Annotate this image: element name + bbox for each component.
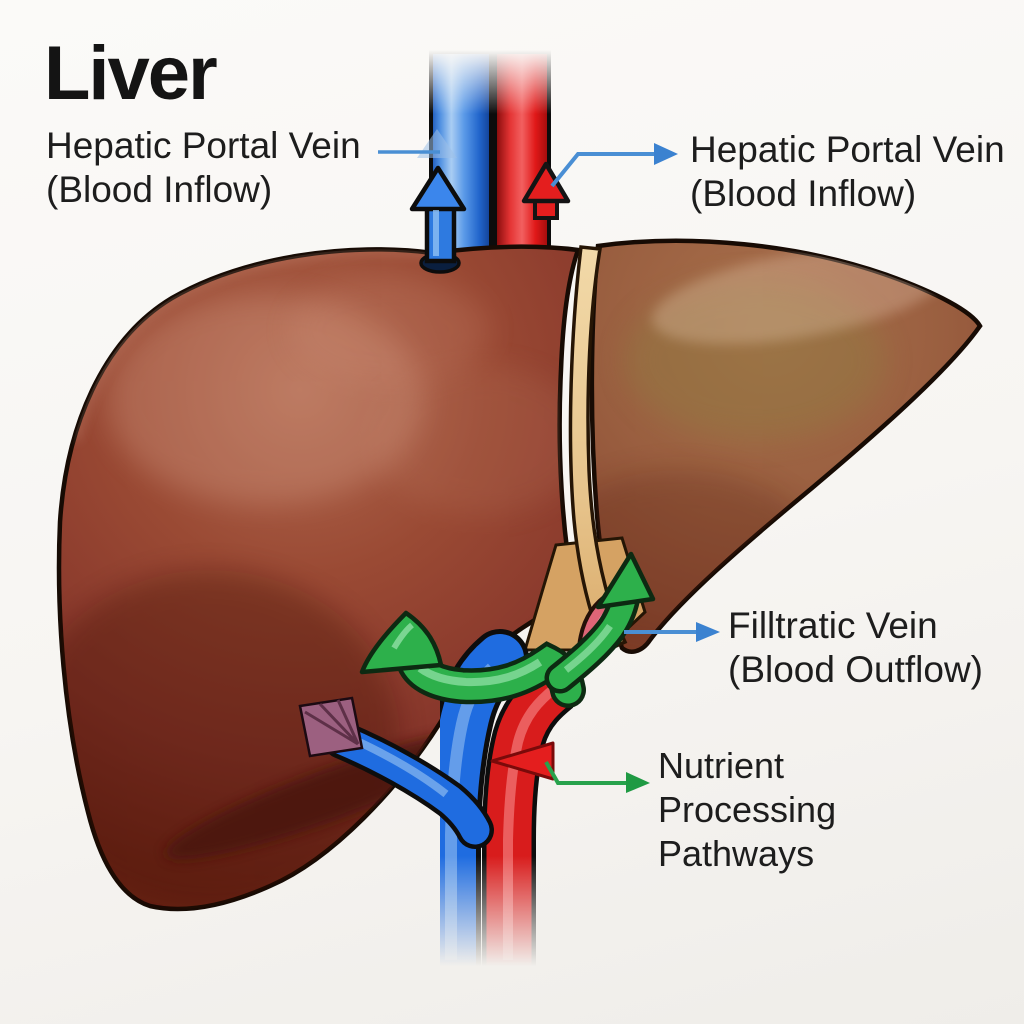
hepatic-artery-top [493, 50, 551, 260]
label-line: Pathways [658, 833, 815, 874]
portal-vessels-top [429, 50, 571, 266]
leader-nutrient [544, 761, 650, 793]
label-line: (Blood Inflow) [46, 169, 273, 210]
hepatic-artery-bottom [482, 655, 589, 993]
label-line: Hepatic Portal Vein [46, 125, 361, 166]
label-nutrient-pathways: Nutrient Processing Pathways [658, 744, 836, 876]
label-portal-vein-left: Hepatic Portal Vein (Blood Inflow) [46, 124, 361, 212]
green-outflow-arrow-small-icon [544, 551, 656, 694]
label-line: Filltratic Vein [728, 605, 938, 646]
leader-portal-right [550, 143, 678, 188]
leader-outflow [624, 622, 720, 642]
label-portal-vein-right: Hepatic Portal Vein (Blood Inflow) [690, 128, 1005, 216]
page-title: Liver [44, 31, 218, 116]
label-line: (Blood Inflow) [690, 173, 917, 214]
hepatic-vein-green [359, 551, 656, 708]
leader-lines [378, 143, 720, 793]
label-line: Hepatic Portal Vein [690, 129, 1005, 170]
label-line: Nutrient [658, 745, 785, 786]
blue-up-arrow-icon [409, 165, 467, 274]
red-left-arrow-icon [490, 741, 555, 781]
portal-triad-fan [298, 696, 364, 758]
green-outflow-arrow-large-icon [359, 610, 444, 675]
label-line: Processing [658, 789, 837, 830]
label-line: (Blood Outflow) [728, 649, 983, 690]
label-outflow-vein: Filltratic Vein (Blood Outflow) [728, 604, 983, 692]
